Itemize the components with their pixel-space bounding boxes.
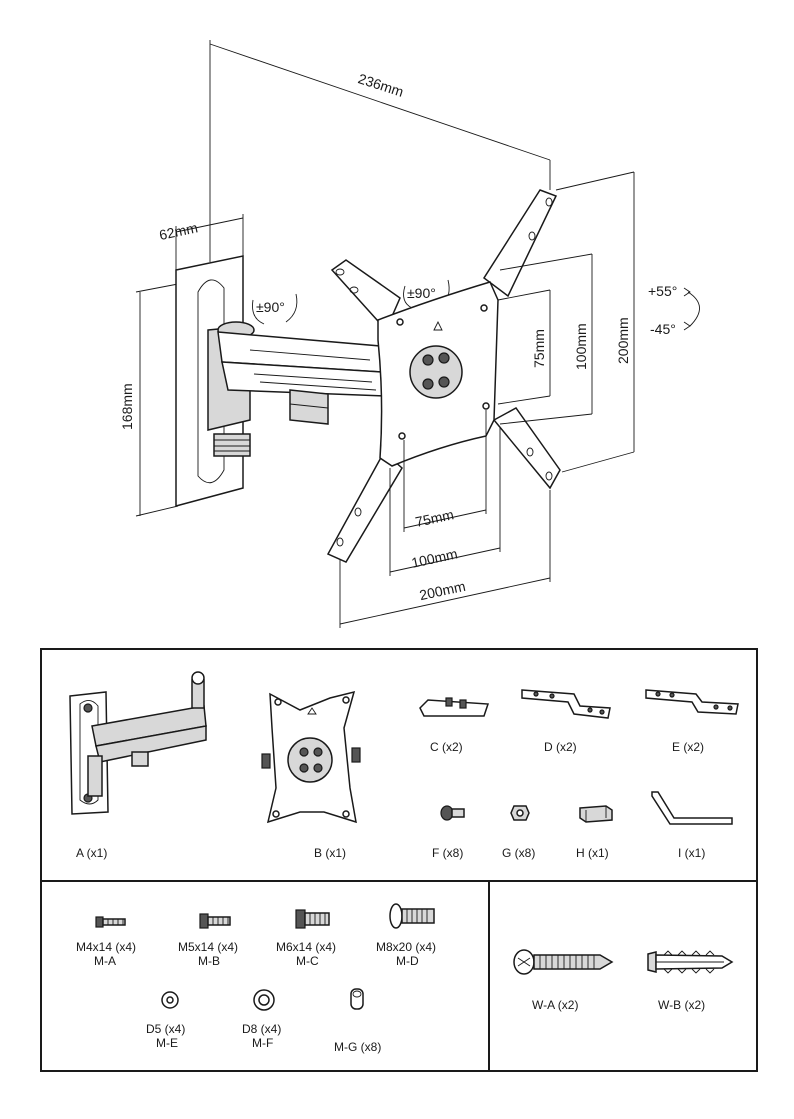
spacer-mg-icon [348, 986, 366, 1012]
part-d-label: D (x2) [544, 740, 577, 754]
part-c-label: C (x2) [430, 740, 463, 754]
parts-divider-vertical [488, 880, 490, 1070]
screw-ma-size: M4x14 (x4) [76, 940, 136, 954]
tilt-up-label: +55° [648, 283, 677, 299]
vesa-h75-label: 75mm [414, 506, 455, 530]
tilt-down-label: -45° [650, 321, 676, 337]
screw-md-size: M8x20 (x4) [376, 940, 436, 954]
part-b-vesa-plate-icon [260, 688, 364, 828]
washer-me-icon [160, 990, 180, 1010]
screw-mc-code: M-C [296, 954, 319, 968]
washer-me-code: M-E [156, 1036, 178, 1050]
swivel-right-label: ±90° [407, 285, 436, 301]
part-i-label: I (x1) [678, 846, 705, 860]
screw-mc-size: M6x14 (x4) [276, 940, 336, 954]
screw-md-code: M-D [396, 954, 419, 968]
part-c-spacer-icon [416, 694, 492, 722]
vesa-v75-label: 75mm [531, 329, 547, 368]
vesa-h200-label: 200mm [418, 578, 467, 603]
vesa-v100-label: 100mm [573, 323, 589, 370]
washer-mf-size: D8 (x4) [242, 1022, 281, 1036]
part-b-label: B (x1) [314, 846, 346, 860]
screw-mc-icon [294, 908, 332, 930]
reach-dim-label: 236mm [356, 70, 405, 100]
part-e-label: E (x2) [672, 740, 704, 754]
vesa-h100-label: 100mm [410, 545, 459, 570]
screw-mb-code: M-B [198, 954, 220, 968]
part-g-nut-icon [510, 804, 530, 822]
parts-list: A (x1) B (x1) C (x2) [40, 648, 758, 1072]
part-a-arm-assembly-icon [62, 666, 212, 816]
washer-mf-icon [252, 988, 276, 1012]
screw-ma-icon [94, 914, 128, 930]
spacer-mg-label: M-G (x8) [334, 1040, 381, 1054]
screw-mb-size: M5x14 (x4) [178, 940, 238, 954]
part-f-bolt-icon [440, 804, 466, 822]
swivel-left-indicator: ±90° [252, 294, 296, 324]
swivel-left-label: ±90° [256, 299, 285, 315]
part-d-bracket-icon [518, 684, 614, 724]
washer-mf-code: M-F [252, 1036, 273, 1050]
part-h-spacer-block-icon [576, 802, 616, 824]
part-h-label: H (x1) [576, 846, 609, 860]
part-g-label: G (x8) [502, 846, 535, 860]
vesa-v200-label: 200mm [615, 317, 631, 364]
part-a-label: A (x1) [76, 846, 107, 860]
parts-divider-horizontal [42, 880, 756, 882]
wall-screw-wa-label: W-A (x2) [532, 998, 578, 1012]
wall-anchor-wb-label: W-B (x2) [658, 998, 705, 1012]
reach-dimension: 236mm [210, 40, 550, 262]
washer-me-size: D5 (x4) [146, 1022, 185, 1036]
wall-screw-wa-icon [512, 946, 616, 978]
part-i-allen-key-icon [646, 790, 736, 830]
wall-plate-width-label: 62mm [158, 219, 199, 243]
screw-md-icon [388, 902, 436, 930]
screw-mb-icon [198, 912, 232, 930]
mount-dimension-drawing: 236mm 62mm 168mm [0, 0, 794, 640]
screw-ma-code: M-A [94, 954, 116, 968]
part-f-label: F (x8) [432, 846, 463, 860]
wall-plate-height-label: 168mm [119, 383, 135, 430]
tilt-indicator: +55° -45° [648, 283, 700, 337]
part-e-bracket-icon [642, 684, 742, 724]
wall-anchor-wb-icon [644, 948, 734, 976]
wall-plate-height-dimension: 168mm [119, 284, 178, 516]
